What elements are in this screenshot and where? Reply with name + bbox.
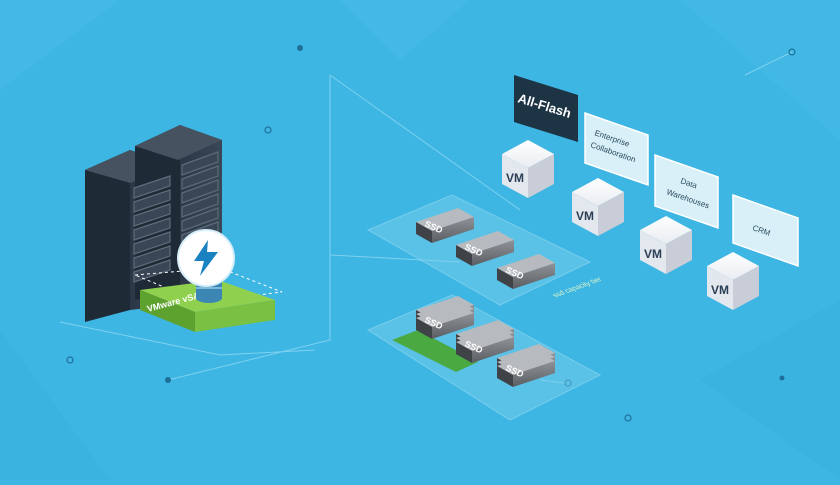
lightning-icon bbox=[177, 229, 235, 287]
ssd-cache-drive: SSD bbox=[497, 254, 555, 289]
vm-label: VM bbox=[576, 209, 594, 223]
all-flash-tag: All-Flash bbox=[514, 75, 578, 142]
ssd-cache-drive: SSD bbox=[416, 208, 474, 243]
tag-crm: CRM bbox=[732, 193, 799, 268]
ssd-capacity-drive: SSD bbox=[416, 296, 474, 339]
vm-cube: VM bbox=[572, 178, 624, 236]
tag-data-warehouses: Data Warehouses bbox=[654, 153, 719, 230]
vm-cube: VM bbox=[640, 216, 692, 274]
vm-label: VM bbox=[506, 171, 524, 185]
capacity-tray-label: ssd capacity tier bbox=[550, 275, 604, 299]
vm-cube: VM bbox=[502, 140, 554, 198]
vm-label: VM bbox=[644, 247, 662, 261]
workload-tags: Enterprise Collaboration Data Warehouses… bbox=[584, 111, 799, 268]
tag-enterprise-collaboration: Enterprise Collaboration bbox=[584, 111, 649, 187]
connector-lines bbox=[59, 51, 793, 384]
connector-nodes bbox=[66, 45, 796, 422]
ssd-cache-drive: SSD bbox=[456, 231, 514, 266]
ssd-capacity-drive: SSD bbox=[456, 320, 514, 363]
ssd-capacity-drive: SSD bbox=[497, 344, 555, 387]
server-rack bbox=[85, 125, 222, 322]
vm-cube: VM bbox=[707, 252, 759, 310]
vm-label: VM bbox=[711, 283, 729, 297]
